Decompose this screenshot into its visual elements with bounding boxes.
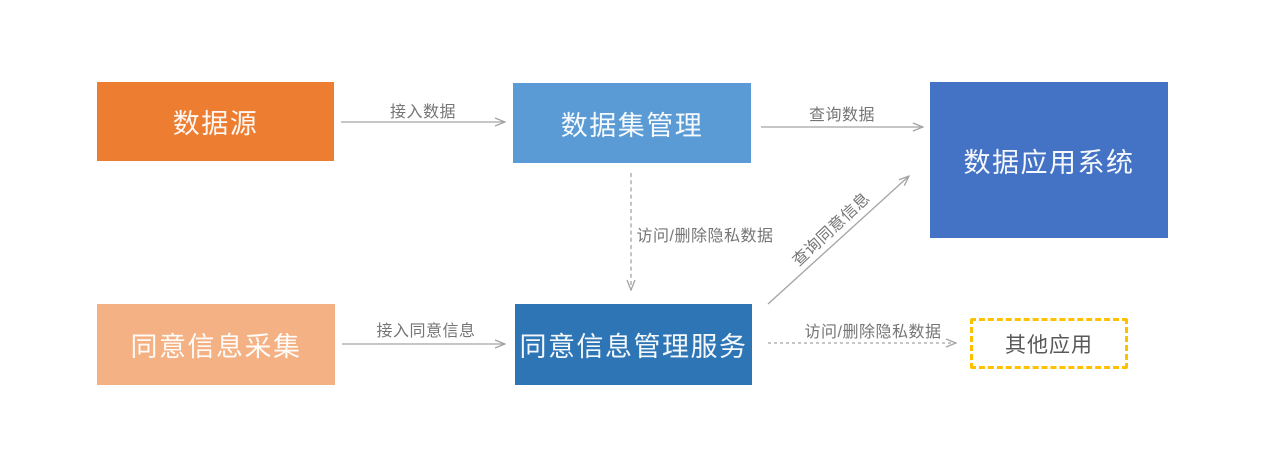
node-other-applications: 其他应用: [970, 318, 1128, 369]
node-data-application-system-label: 数据应用系统: [963, 147, 1135, 178]
edge-label-access-delete-private-data-top: 访问/删除隐私数据: [636, 228, 774, 245]
node-data-application-system: 数据应用系统: [930, 82, 1168, 238]
edge-label-access-delete-private-data-bottom: 访问/删除隐私数据: [804, 324, 942, 341]
node-data-source-label: 数据源: [172, 109, 259, 139]
edge-label-query-data: 查询数据: [808, 107, 876, 124]
node-consent-management-service: 同意信息管理服务: [515, 304, 752, 385]
node-consent-collection-label: 同意信息采集: [130, 332, 302, 362]
edge-label-query-consent-info: 查询同意信息: [789, 189, 874, 270]
node-data-source: 数据源: [97, 82, 334, 161]
node-other-applications-label: 其他应用: [1005, 333, 1093, 357]
node-dataset-management: 数据集管理: [513, 83, 751, 163]
node-dataset-management-label: 数据集管理: [560, 110, 704, 141]
node-consent-management-service-label: 同意信息管理服务: [519, 332, 748, 362]
node-consent-collection: 同意信息采集: [97, 304, 335, 385]
edge-label-access-consent-info: 接入同意信息: [376, 323, 476, 340]
edge-query-consent-line: [767, 176, 909, 305]
edge-label-access-data: 接入数据: [389, 104, 457, 121]
